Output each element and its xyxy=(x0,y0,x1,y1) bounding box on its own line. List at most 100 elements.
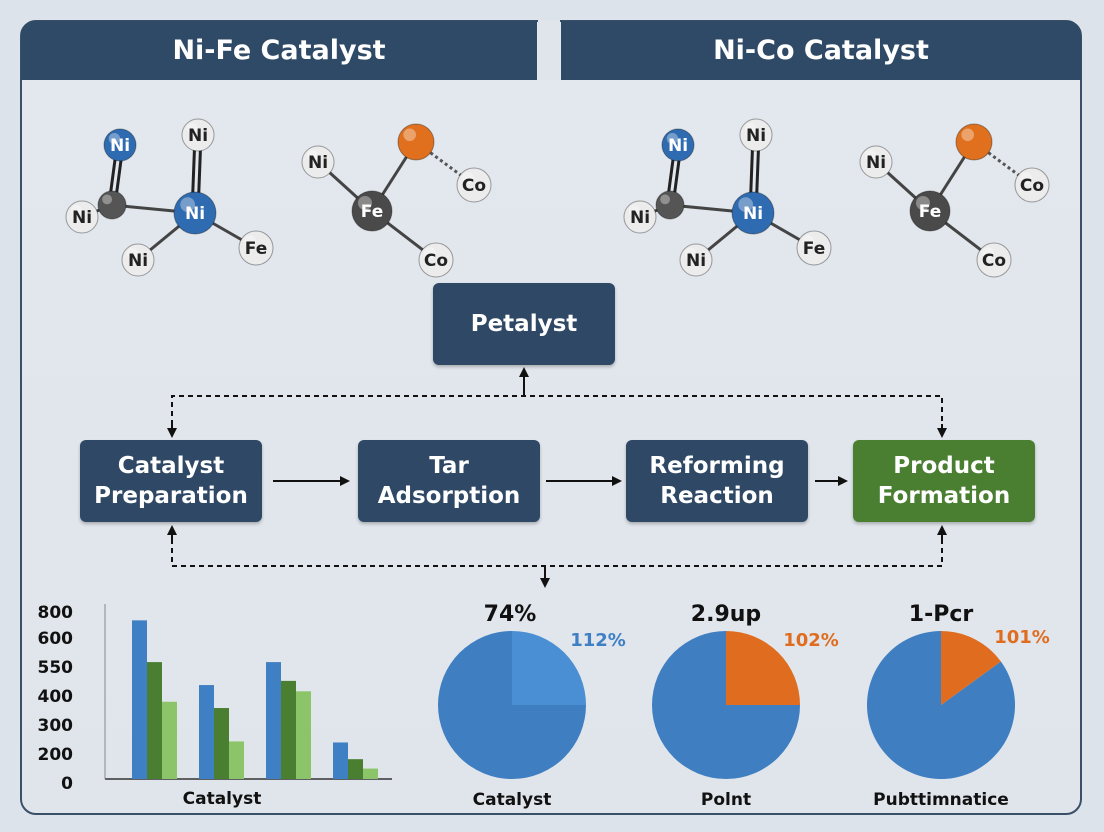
atom: Ni xyxy=(65,200,99,234)
atom-highlight xyxy=(802,235,814,248)
dashed-loop-bottom xyxy=(171,530,943,567)
atom-sphere xyxy=(238,230,274,266)
step-label-line2: Reaction xyxy=(660,483,774,509)
atom-highlight xyxy=(403,128,417,142)
atom-highlight xyxy=(462,172,474,185)
atom-label: Co xyxy=(1020,176,1044,196)
header-ni-co: Ni-Co Catalyst xyxy=(561,21,1081,80)
atom-highlight xyxy=(424,247,436,260)
x-axis-label: Catalyst xyxy=(183,789,262,809)
atom-highlight xyxy=(358,196,372,210)
atom-sphere xyxy=(909,190,951,232)
atom xyxy=(955,123,993,161)
y-tick-label: 300 xyxy=(38,716,74,736)
header-divider xyxy=(538,20,560,80)
atom-label: Fe xyxy=(803,239,825,259)
atom-sphere xyxy=(121,243,155,277)
atom: Ni xyxy=(739,118,773,152)
step-tar-adsorption: Tar Adsorption xyxy=(358,440,540,522)
atom xyxy=(397,123,435,161)
atom-sphere xyxy=(456,167,492,203)
atom xyxy=(655,190,685,220)
atom-sphere xyxy=(97,190,127,220)
bar xyxy=(132,620,147,779)
y-tick-label: 400 xyxy=(38,687,74,707)
atom: Ni xyxy=(679,243,713,277)
atom: Ni xyxy=(859,145,893,179)
atom-label: Co xyxy=(462,176,486,196)
atom-sphere xyxy=(1014,167,1050,203)
atom: Fe xyxy=(351,190,393,232)
atom-highlight xyxy=(982,247,994,260)
bar xyxy=(348,759,363,779)
atom-sphere xyxy=(859,145,893,179)
atom-sphere xyxy=(679,243,713,277)
petalyst-label: Petalyst xyxy=(470,311,578,337)
atom-highlight xyxy=(666,133,679,145)
bar xyxy=(281,680,296,779)
atom-label: Ni xyxy=(686,251,706,271)
header-ni-fe: Ni-Fe Catalyst xyxy=(21,21,537,80)
atom-highlight xyxy=(916,196,930,210)
y-tick-label: 200 xyxy=(38,745,74,765)
atom: Co xyxy=(976,242,1012,278)
atom: Ni xyxy=(173,191,217,235)
atom: Ni xyxy=(623,200,657,234)
atom-label: Ni xyxy=(668,136,688,156)
step-product-formation: Product Formation xyxy=(853,440,1035,522)
pie-label: Polnt xyxy=(701,790,751,810)
atom-highlight xyxy=(70,205,82,217)
atom-highlight xyxy=(961,128,974,142)
atom-label: Ni xyxy=(746,126,766,146)
step-label-line1: Catalyst xyxy=(117,453,225,479)
atom-highlight xyxy=(102,194,112,205)
atom-label: Ni xyxy=(630,208,650,228)
atom-sphere xyxy=(739,118,773,152)
atom-highlight xyxy=(306,150,318,162)
atom-label: Ni xyxy=(308,153,328,173)
atom-highlight xyxy=(1020,172,1032,185)
bar xyxy=(296,691,311,779)
atom-highlight xyxy=(864,150,877,162)
pie-chart-1: 74%112%Catalyst xyxy=(438,602,626,810)
atom-label: Ni xyxy=(185,204,205,224)
atom-highlight xyxy=(186,123,198,135)
atom-highlight xyxy=(244,235,256,248)
pie-slice-accent xyxy=(941,631,1001,705)
header-title-left: Ni-Fe Catalyst xyxy=(172,35,386,66)
atom-sphere xyxy=(731,191,775,235)
atom-sphere xyxy=(103,128,137,162)
atom-highlight xyxy=(126,248,138,260)
atom-highlight xyxy=(684,248,697,260)
pie-annotation: 102% xyxy=(783,630,839,651)
atom: Co xyxy=(456,167,492,203)
step-label-line1: Tar xyxy=(429,453,469,479)
step-label-line2: Formation xyxy=(877,483,1011,509)
pie-label: Pubttimnatice xyxy=(873,790,1009,810)
atom: Ni xyxy=(661,128,695,162)
atom: Ni xyxy=(731,191,775,235)
atom-label: Ni xyxy=(110,136,130,156)
atom-sphere xyxy=(397,123,435,161)
flow-arrows xyxy=(167,367,947,588)
atom-sphere xyxy=(796,230,832,266)
step-reforming-reaction: Reforming Reaction xyxy=(626,440,808,522)
bar xyxy=(199,685,214,779)
atom xyxy=(97,190,127,220)
pie-slice-accent xyxy=(726,631,800,705)
step-label-line1: Product xyxy=(893,453,995,479)
atom: Ni xyxy=(301,145,335,179)
atom-label: Ni xyxy=(866,153,886,173)
pie-annotation: 112% xyxy=(570,630,626,651)
atom: Fe xyxy=(796,230,832,266)
dashed-loop-top xyxy=(171,395,943,434)
step-label-line2: Preparation xyxy=(94,483,248,509)
atom-highlight xyxy=(744,123,757,135)
y-tick-label: 600 xyxy=(38,629,74,649)
